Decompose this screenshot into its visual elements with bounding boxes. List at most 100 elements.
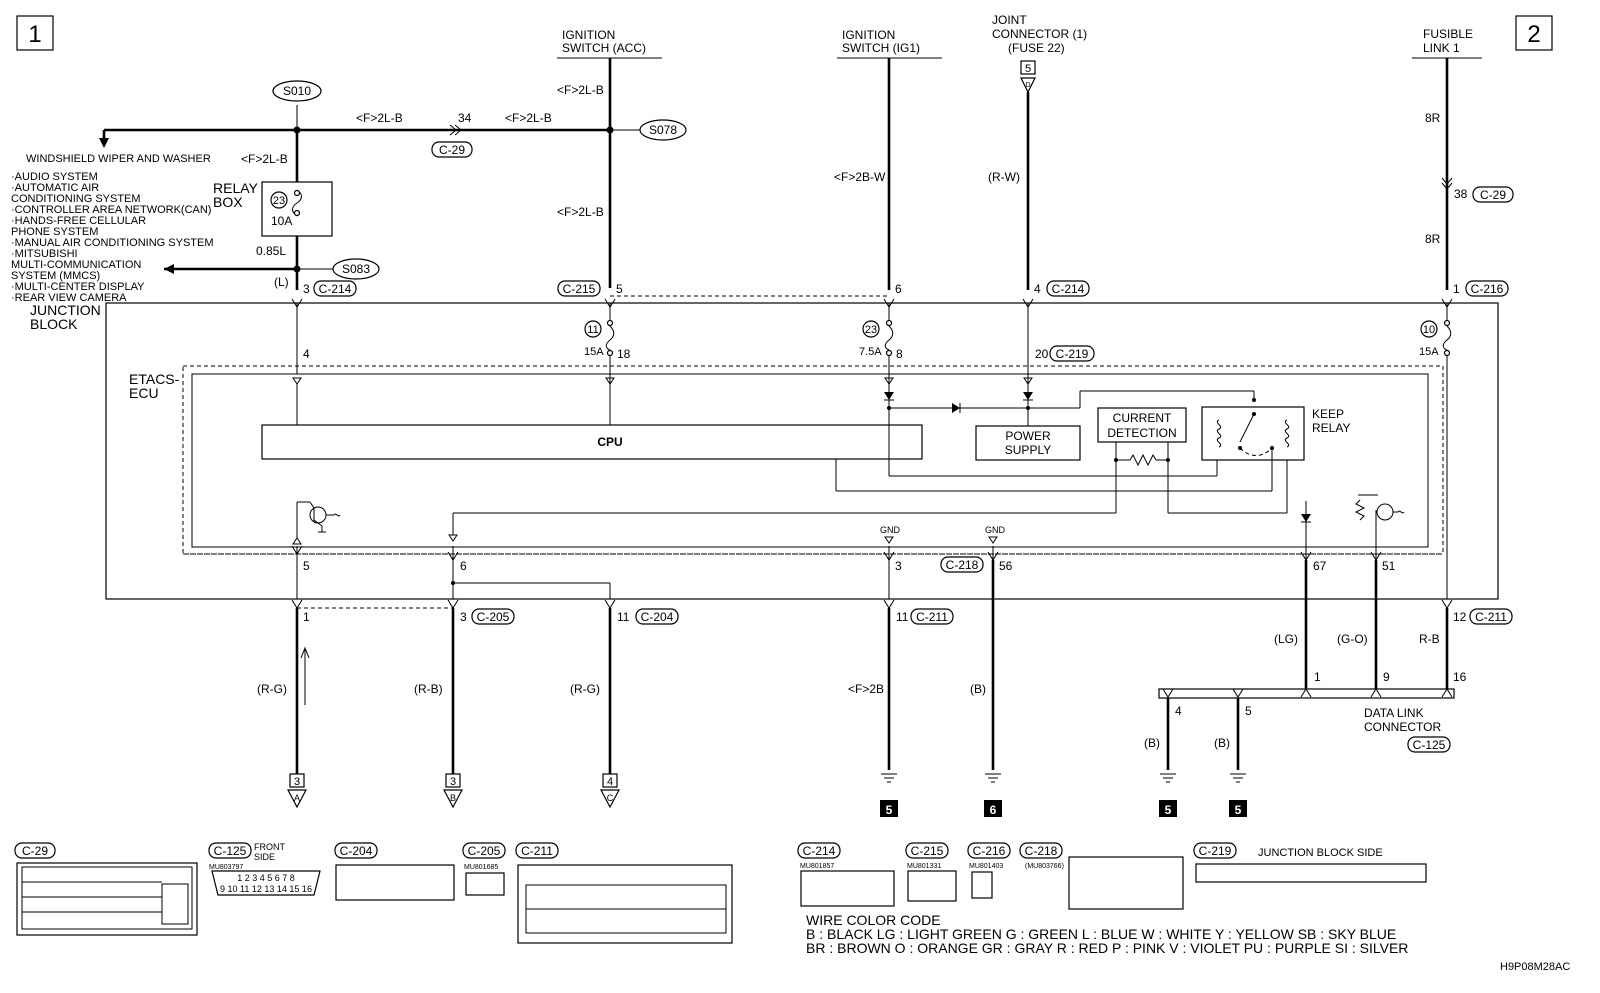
terminal-a: 3 A [287, 773, 307, 809]
connector-tag-c211-b: C-211 [1469, 608, 1513, 625]
wire-label-left-branch: <F>2L-B [241, 152, 288, 166]
ecu-diode-network [884, 384, 1255, 477]
svg-text:IGNITION: IGNITION [562, 28, 615, 42]
svg-text:23: 23 [865, 324, 877, 336]
svg-text:C-211: C-211 [1475, 610, 1507, 624]
svg-text:C-219: C-219 [1199, 844, 1232, 858]
page-marker-right: 2 [1515, 15, 1553, 51]
splice-s078: S078 [639, 119, 687, 141]
svg-text:CONNECTOR (1): CONNECTOR (1) [992, 27, 1087, 41]
jb-top-pin-4: 4 [1034, 282, 1041, 296]
svg-text:PHONE SYSTEM: PHONE SYSTEM [11, 226, 98, 238]
svg-text:4: 4 [1175, 704, 1182, 718]
svg-text:C-204: C-204 [641, 610, 674, 624]
wire-label-fl-up: 8R [1425, 111, 1441, 125]
splice-s010: S010 [272, 80, 322, 102]
ecu-transistor-left [292, 501, 341, 545]
svg-text:·REAR VIEW CAMERA: ·REAR VIEW CAMERA [11, 292, 127, 304]
svg-text:C-29: C-29 [22, 844, 48, 858]
svg-text:C-215: C-215 [911, 844, 944, 858]
connector-c218: C-218 (MU803766) [1019, 842, 1184, 910]
connector-c219: C-219 JUNCTION BLOCK SIDE [1193, 842, 1427, 883]
svg-text:C: C [607, 793, 614, 803]
lower-pin-11-b: 11 [896, 610, 909, 624]
lower-pin-11-a: 11 [617, 610, 630, 624]
connector-c125: C-125 FRONT SIDE MU803797 1 2 3 4 5 6 7 … [208, 842, 321, 896]
svg-text:LINK 1: LINK 1 [1423, 41, 1460, 55]
ground-1: 5 [880, 773, 898, 817]
svg-text:IGNITION: IGNITION [842, 28, 895, 42]
lower-pin-12: 12 [1453, 610, 1467, 624]
connector-c215: C-215 MU801331 [905, 842, 957, 902]
svg-text:SWITCH (ACC): SWITCH (ACC) [562, 41, 646, 55]
svg-text:15A: 15A [584, 346, 604, 358]
svg-text:MU803797: MU803797 [209, 864, 243, 871]
svg-text:8: 8 [896, 347, 903, 361]
wire-label-w10: (B) [1214, 736, 1230, 750]
svg-text:DETECTION: DETECTION [1107, 426, 1176, 440]
svg-text:C-214: C-214 [803, 844, 836, 858]
connector-tag-c214-a: C-214 [313, 280, 357, 297]
wire-label-w8: R-B [1419, 632, 1440, 646]
ecu-transistor-right [1354, 494, 1405, 546]
svg-text:S010: S010 [283, 84, 311, 98]
svg-text:WIRE COLOR CODE: WIRE COLOR CODE [806, 912, 941, 928]
svg-text:RELAY: RELAY [213, 180, 259, 196]
connector-tag-c219: C-219 [1049, 345, 1095, 362]
svg-text:·HANDS-FREE CELLULAR: ·HANDS-FREE CELLULAR [11, 215, 146, 227]
svg-text:1 2 3 4 5 6 7 8: 1 2 3 4 5 6 7 8 [237, 873, 295, 883]
jb-top-pin-3: 3 [303, 282, 310, 296]
svg-text:15A: 15A [1419, 346, 1439, 358]
svg-text:67: 67 [1313, 559, 1327, 573]
jb-pin-4: 4 [303, 347, 310, 361]
wire-label-w9: (B) [1144, 736, 1160, 750]
jb-top-pin-5: 5 [616, 282, 623, 296]
connector-tag-c29-right: C-29 [1472, 186, 1514, 203]
connector-c29: C-29 [14, 842, 198, 936]
svg-text:·MANUAL AIR CONDITIONING SYSTE: ·MANUAL AIR CONDITIONING SYSTEM [11, 237, 214, 249]
connector-c211: C-211 [515, 842, 733, 944]
connector-tag-c29-top: C-29 [431, 141, 473, 158]
svg-text:(MU803766): (MU803766) [1025, 863, 1064, 870]
svg-text:C-214: C-214 [319, 282, 352, 296]
svg-text:C-215: C-215 [563, 282, 596, 296]
connector-c205: C-205 MU801685 [462, 842, 506, 896]
svg-text:JUNCTION BLOCK SIDE: JUNCTION BLOCK SIDE [1258, 847, 1383, 859]
svg-text:C-214: C-214 [1052, 282, 1085, 296]
lower-pin-1: 1 [303, 610, 310, 624]
svg-text:18: 18 [617, 347, 631, 361]
svg-text:1: 1 [28, 21, 41, 48]
svg-text:S078: S078 [649, 123, 677, 137]
svg-text:A: A [294, 793, 300, 803]
svg-text:SUPPLY: SUPPLY [1005, 443, 1051, 457]
wire-label-acc-down: <F>2L-B [557, 205, 604, 219]
cpu-block: CPU [261, 424, 923, 460]
wire-label-w7: (G-O) [1337, 632, 1368, 646]
svg-text:C-125: C-125 [214, 844, 247, 858]
svg-text:·MITSUBISHI: ·MITSUBISHI [11, 248, 78, 260]
svg-text:3: 3 [450, 776, 456, 788]
svg-text:7.5A: 7.5A [859, 346, 882, 358]
svg-text:MU801403: MU801403 [969, 863, 1003, 870]
svg-text:11: 11 [587, 324, 598, 336]
svg-text:10A: 10A [271, 214, 292, 228]
svg-text:B: B [450, 793, 456, 803]
terminal-b: 3 B [443, 773, 463, 809]
connector-c216: C-216 MU801403 [967, 842, 1011, 899]
svg-text:3: 3 [294, 776, 300, 788]
acc-circuit [99, 58, 640, 290]
fusible-link-label: FUSIBLE LINK 1 [1412, 27, 1482, 59]
relay-wire-label: 0.85L [256, 244, 286, 258]
keep-relay: KEEP RELAY [835, 398, 1350, 514]
gnd-label-2: GND [985, 525, 1006, 535]
svg-text:C-29: C-29 [439, 143, 465, 157]
svg-text:C-125: C-125 [1413, 738, 1446, 752]
gnd-label-1: GND [880, 525, 901, 535]
wire-label-w4: <F>2B [848, 682, 884, 696]
svg-text:5: 5 [1165, 803, 1172, 817]
svg-text:RELAY: RELAY [1312, 421, 1350, 435]
junction-block-outline [105, 302, 1499, 600]
jb-top-pin-1: 1 [1453, 282, 1460, 296]
svg-text:·AUDIO SYSTEM: ·AUDIO SYSTEM [11, 171, 98, 183]
